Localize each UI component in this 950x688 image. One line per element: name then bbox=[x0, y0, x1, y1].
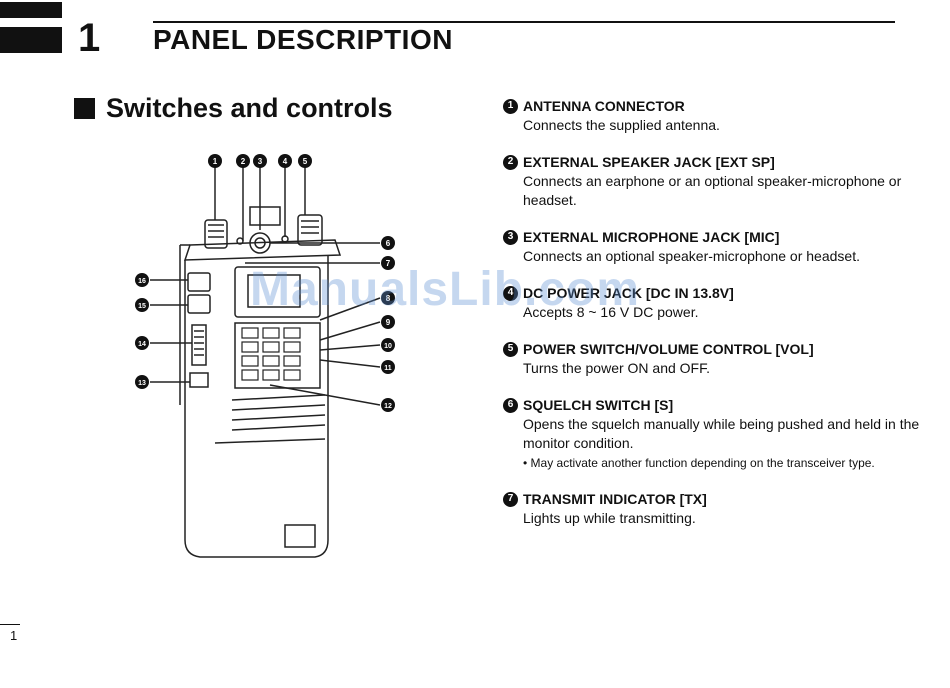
transceiver-illustration: 1 2 3 4 5 6 7 8 9 10 11 12 13 14 15 16 bbox=[135, 154, 395, 558]
page-number: 1 bbox=[10, 628, 18, 643]
callout-14: 14 bbox=[138, 341, 146, 348]
item-transmit-indicator: 7 TRANSMIT INDICATOR [TX] Lights up while… bbox=[503, 489, 923, 528]
item-external-speaker-jack: 2 EXTERNAL SPEAKER JACK [EXT SP] Connects… bbox=[503, 152, 923, 210]
callout-8: 8 bbox=[386, 294, 391, 303]
chapter-title: PANEL DESCRIPTION bbox=[153, 24, 453, 55]
chapter-tab-marker bbox=[0, 0, 62, 57]
item-description: Connects an optional speaker-microphone … bbox=[523, 248, 860, 264]
callout-1: 1 bbox=[213, 157, 218, 166]
item-number: 5 bbox=[503, 341, 518, 357]
item-external-microphone-jack: 3 EXTERNAL MICROPHONE JACK [MIC] Connects… bbox=[503, 227, 923, 266]
footer-rule bbox=[0, 624, 20, 625]
item-number: 4 bbox=[503, 285, 518, 301]
callout-4: 4 bbox=[283, 157, 288, 166]
control-description-list: 1 ANTENNA CONNECTOR Connects the supplied… bbox=[503, 96, 923, 545]
item-title: TRANSMIT INDICATOR [TX] bbox=[523, 491, 707, 507]
callout-13: 13 bbox=[138, 380, 146, 387]
item-number: 3 bbox=[503, 229, 518, 245]
item-number: 1 bbox=[503, 98, 518, 114]
callout-7: 7 bbox=[386, 259, 391, 268]
item-squelch-switch: 6 SQUELCH SWITCH [S] Opens the squelch ma… bbox=[503, 395, 923, 472]
callout-9: 9 bbox=[386, 318, 391, 327]
item-number: 7 bbox=[503, 491, 518, 507]
item-title: ANTENNA CONNECTOR bbox=[523, 98, 685, 114]
item-note: • May activate another function dependin… bbox=[523, 456, 875, 470]
item-title: EXTERNAL SPEAKER JACK [EXT SP] bbox=[523, 154, 775, 170]
callout-11: 11 bbox=[384, 365, 392, 372]
item-number: 6 bbox=[503, 397, 518, 413]
callout-16: 16 bbox=[138, 278, 146, 285]
item-power-volume-control: 5 POWER SWITCH/VOLUME CONTROL [VOL] Turns… bbox=[503, 339, 923, 378]
chapter-number: 1 bbox=[78, 16, 101, 60]
item-description: Connects the supplied antenna. bbox=[523, 117, 720, 133]
section-title: Switches and controls bbox=[106, 93, 393, 123]
item-number: 2 bbox=[503, 154, 518, 170]
item-title: EXTERNAL MICROPHONE JACK [MIC] bbox=[523, 229, 780, 245]
callout-12: 12 bbox=[384, 403, 392, 410]
item-title: SQUELCH SWITCH [S] bbox=[523, 397, 674, 413]
callout-3: 3 bbox=[258, 157, 263, 166]
callout-6: 6 bbox=[386, 239, 391, 248]
callout-10: 10 bbox=[384, 343, 392, 350]
item-description: Opens the squelch manually while being p… bbox=[523, 416, 920, 451]
item-antenna-connector: 1 ANTENNA CONNECTOR Connects the supplied… bbox=[503, 96, 923, 135]
item-dc-power-jack: 4 DC POWER JACK [DC IN 13.8V] Accepts 8 ~… bbox=[503, 283, 923, 322]
callout-15: 15 bbox=[138, 303, 146, 310]
item-description: Connects an earphone or an optional spea… bbox=[523, 173, 902, 208]
item-title: POWER SWITCH/VOLUME CONTROL [VOL] bbox=[523, 341, 814, 357]
callout-2: 2 bbox=[241, 157, 246, 166]
item-description: Turns the power ON and OFF. bbox=[523, 360, 710, 376]
item-description: Lights up while transmitting. bbox=[523, 510, 696, 526]
item-title: DC POWER JACK [DC IN 13.8V] bbox=[523, 285, 734, 301]
section-bullet bbox=[74, 98, 95, 119]
header-rule bbox=[153, 21, 895, 23]
item-description: Accepts 8 ~ 16 V DC power. bbox=[523, 304, 699, 320]
watermark: ManualsLib.com bbox=[250, 263, 641, 316]
callout-5: 5 bbox=[303, 157, 308, 166]
